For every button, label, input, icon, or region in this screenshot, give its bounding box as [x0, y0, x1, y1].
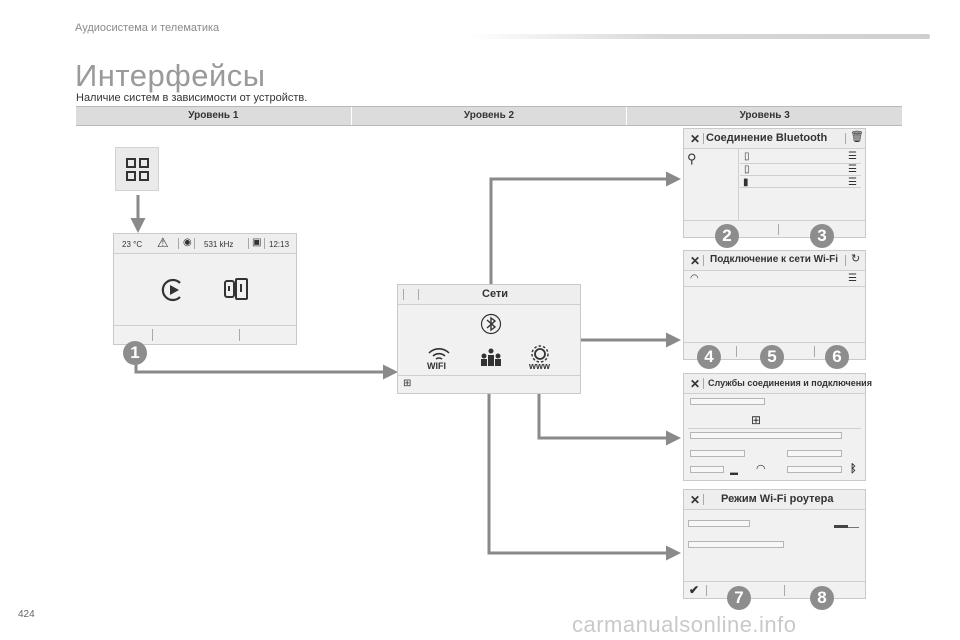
text-field[interactable]: [690, 466, 724, 473]
text-field[interactable]: [690, 398, 765, 405]
usb-icon[interactable]: ▬: [730, 468, 738, 477]
page-subtitle: Наличие систем в зависимости от устройст…: [76, 92, 308, 104]
search-icon[interactable]: ⚲: [687, 151, 697, 166]
close-icon[interactable]: ✕: [690, 132, 701, 146]
close-icon[interactable]: ✕: [690, 377, 701, 391]
badge-8: 8: [810, 586, 834, 610]
gear-icon[interactable]: [531, 345, 549, 363]
wifi-icon[interactable]: [426, 345, 452, 367]
networks-title: Сети: [482, 288, 509, 300]
badge-7: 7: [727, 586, 751, 610]
profile-icon[interactable]: ☰: [848, 177, 857, 188]
networks-screen: Сети WIFI www ⊞: [397, 284, 581, 394]
home-screen: 23 °C ⚠ ◉ 531 kHz ▣ 12:13: [113, 233, 297, 345]
wifi-title: Подключение к сети Wi-Fi: [710, 254, 838, 265]
text-field[interactable]: [787, 466, 842, 473]
close-icon[interactable]: ✕: [690, 254, 701, 268]
profile-icon[interactable]: ☰: [848, 164, 857, 175]
bluetooth-screen: ✕ Соединение Bluetooth 🗑 ⚲ ▯ ▯ ▮ ☰ ☰ ☰: [683, 128, 866, 238]
slider-handle[interactable]: [834, 525, 848, 528]
refresh-icon[interactable]: ↻: [851, 253, 861, 265]
arrow-networks-to-bluetooth: [489, 171, 681, 320]
text-field[interactable]: [688, 520, 750, 527]
warning-icon[interactable]: ⚠: [157, 235, 169, 250]
text-field[interactable]: [690, 432, 842, 439]
frequency-readout: 531 kHz: [204, 240, 234, 249]
home-status-bar: 23 °C ⚠ ◉ 531 kHz ▣ 12:13: [114, 234, 296, 254]
watermark: carmanualsonline.info: [572, 612, 797, 637]
header-divider: [470, 34, 930, 39]
grid-menu-icon: [126, 158, 149, 181]
badge-4: 4: [697, 345, 721, 369]
bluetooth-icon[interactable]: ᛒ: [850, 463, 857, 475]
close-icon[interactable]: ✕: [690, 493, 701, 507]
temperature-readout: 23 °C: [122, 240, 143, 249]
services-screen: ✕ Службы соединения и подключения ⊞ ▬ ◠ …: [683, 373, 872, 481]
wifi-label: WIFI: [427, 361, 446, 371]
menu-button[interactable]: [115, 147, 159, 191]
device-icon[interactable]: ▯: [744, 164, 750, 175]
badge-1: 1: [123, 341, 147, 365]
text-field[interactable]: [688, 541, 784, 548]
section-title: Аудиосистема и телематика: [75, 22, 220, 34]
levels-bar: Уровень 1 Уровень 2 Уровень 3: [76, 106, 902, 126]
trash-icon[interactable]: 🗑: [850, 131, 864, 143]
bluetooth-header: ✕ Соединение Bluetooth 🗑: [684, 129, 865, 149]
badge-3: 3: [810, 224, 834, 248]
text-field[interactable]: [690, 450, 745, 457]
radio-icon[interactable]: ◉: [183, 237, 192, 248]
bluetooth-title: Соединение Bluetooth: [706, 132, 828, 144]
mirror-play-icon[interactable]: [160, 277, 186, 303]
arrow-networks-to-hotspot: [487, 352, 681, 561]
settings-grid-icon[interactable]: ⊞: [403, 378, 412, 389]
services-header: ✕ Службы соединения и подключения: [684, 374, 872, 394]
device-icon[interactable]: ▯: [744, 151, 750, 162]
arrow-home-to-networks: [134, 360, 398, 380]
check-icon[interactable]: ✔: [689, 583, 700, 597]
profile-icon[interactable]: ☰: [848, 151, 857, 162]
bluetooth-icon[interactable]: [480, 313, 502, 335]
phone-device-icon[interactable]: ▮: [743, 177, 749, 188]
badge-6: 6: [825, 345, 849, 369]
page-title: Интерфейсы: [75, 58, 266, 93]
wifi-signal-icon[interactable]: ◠: [690, 273, 699, 284]
www-label: www: [529, 361, 551, 371]
hotspot-header: ✕ Режим Wi-Fi роутера: [684, 490, 865, 510]
profile-icon[interactable]: ☰: [848, 273, 857, 284]
hotspot-screen: ✕ Режим Wi-Fi роутера ✔: [683, 489, 866, 599]
wifi-header: ✕ Подключение к сети Wi-Fi ↻: [684, 251, 865, 271]
wifi-screen: ✕ Подключение к сети Wi-Fi ↻ ◠ ☰: [683, 250, 866, 360]
page-number: 424: [18, 609, 35, 620]
clock-readout: 12:13: [269, 240, 290, 249]
badge-2: 2: [715, 224, 739, 248]
level-1-heading: Уровень 1: [76, 107, 352, 125]
phone-mirror-icon[interactable]: [222, 277, 250, 303]
hotspot-title: Режим Wi-Fi роутера: [721, 493, 834, 505]
wifi-signal-icon[interactable]: ◠: [756, 463, 766, 475]
level-2-heading: Уровень 2: [352, 107, 628, 125]
text-field[interactable]: [787, 450, 842, 457]
settings-grid-icon[interactable]: ⊞: [751, 413, 762, 427]
badge-5: 5: [760, 345, 784, 369]
users-icon[interactable]: [478, 347, 504, 369]
phone-icon[interactable]: ▣: [252, 237, 262, 248]
services-title: Службы соединения и подключения: [708, 378, 872, 388]
networks-header: Сети: [398, 285, 580, 305]
level-3-heading: Уровень 3: [739, 110, 790, 121]
